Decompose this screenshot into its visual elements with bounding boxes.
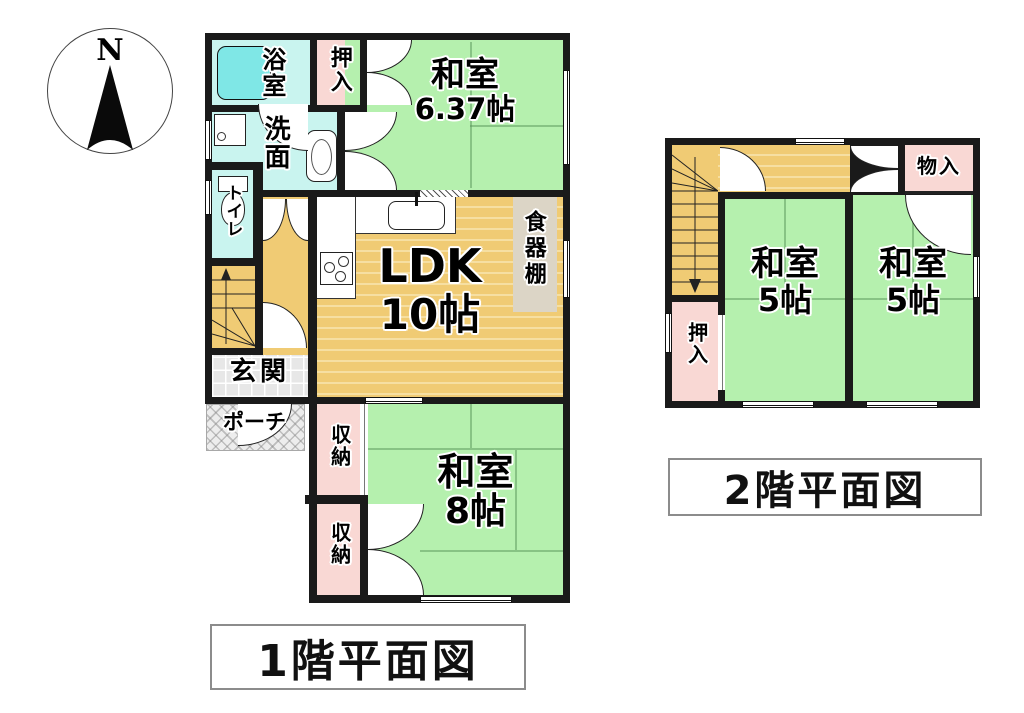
room-label-ldk: LDK 10帖: [330, 239, 530, 339]
room-label-bath: 浴室: [257, 47, 286, 99]
room-label-storage-upper: 収納: [327, 424, 352, 468]
north-arrow-icon: [87, 65, 133, 150]
window-mark: [665, 313, 672, 353]
window-mark: [420, 596, 512, 603]
sink-icon: [306, 130, 337, 182]
faucet-icon: [415, 192, 418, 206]
stairs-2f: [671, 145, 719, 295]
room-storage-lower: [317, 504, 360, 595]
room-size: 6.37帖: [414, 91, 516, 126]
stairs-2f-icon: [671, 154, 719, 293]
toilet-icon: [218, 176, 248, 192]
floor1-title: 1階平面図: [210, 624, 526, 690]
room-label-toilet: トイレ: [222, 184, 243, 238]
room-label-washitsu-5-right: 和室 5帖: [853, 246, 973, 317]
cupboard-block: [513, 197, 557, 312]
room-monoire: [905, 145, 973, 191]
window-mark: [795, 138, 845, 145]
room-storage-upper: [317, 404, 360, 495]
cupboard-label: 食器棚: [520, 210, 546, 288]
room-label-oshiire-2f: 押入: [684, 322, 709, 366]
room-name: 和室: [431, 55, 499, 95]
room-size: 5帖: [757, 280, 813, 319]
compass-north-label: N: [96, 33, 124, 68]
room-label-washitsu-637: 和室 6.37帖: [385, 57, 545, 125]
room-name: 和室: [879, 244, 947, 284]
room-name: 和室: [437, 450, 514, 494]
bathtub-icon: [217, 46, 271, 100]
stove-icon: [320, 252, 353, 285]
window-mark: [973, 256, 980, 298]
room-label-storage-lower: 収納: [327, 522, 352, 566]
stairs-1f-icon: [211, 268, 256, 347]
window-mark: [205, 180, 212, 215]
window-mark: [205, 120, 212, 160]
room-label-monoire: 物入: [917, 154, 961, 178]
room-size: 8帖: [444, 491, 507, 533]
room-oshiire-2f: [672, 302, 718, 401]
sliding-door-mark: [420, 190, 468, 197]
window-mark: [563, 240, 570, 298]
room-label-senmen: 洗面: [260, 115, 291, 171]
room-genkan: [212, 355, 308, 397]
floor2-title: 2階平面図: [668, 458, 982, 516]
room-size: 5帖: [885, 280, 941, 319]
room-label-washitsu-8: 和室 8帖: [398, 450, 553, 533]
room-name: 和室: [751, 244, 819, 284]
washer-pan-icon: [214, 114, 246, 146]
stairs-1f: [211, 266, 256, 348]
room-name: LDK: [378, 239, 482, 293]
room-label-washitsu-5-left: 和室 5帖: [725, 246, 845, 317]
window-mark: [742, 401, 814, 408]
window-mark: [563, 70, 570, 165]
room-label-oshiire-1f: 押入: [326, 46, 352, 94]
porch-label: ポーチ: [223, 410, 286, 434]
compass: N: [47, 28, 173, 154]
room-size: 10帖: [379, 289, 481, 339]
window-mark: [866, 401, 938, 408]
room-label-genkan: 玄関: [229, 357, 290, 387]
